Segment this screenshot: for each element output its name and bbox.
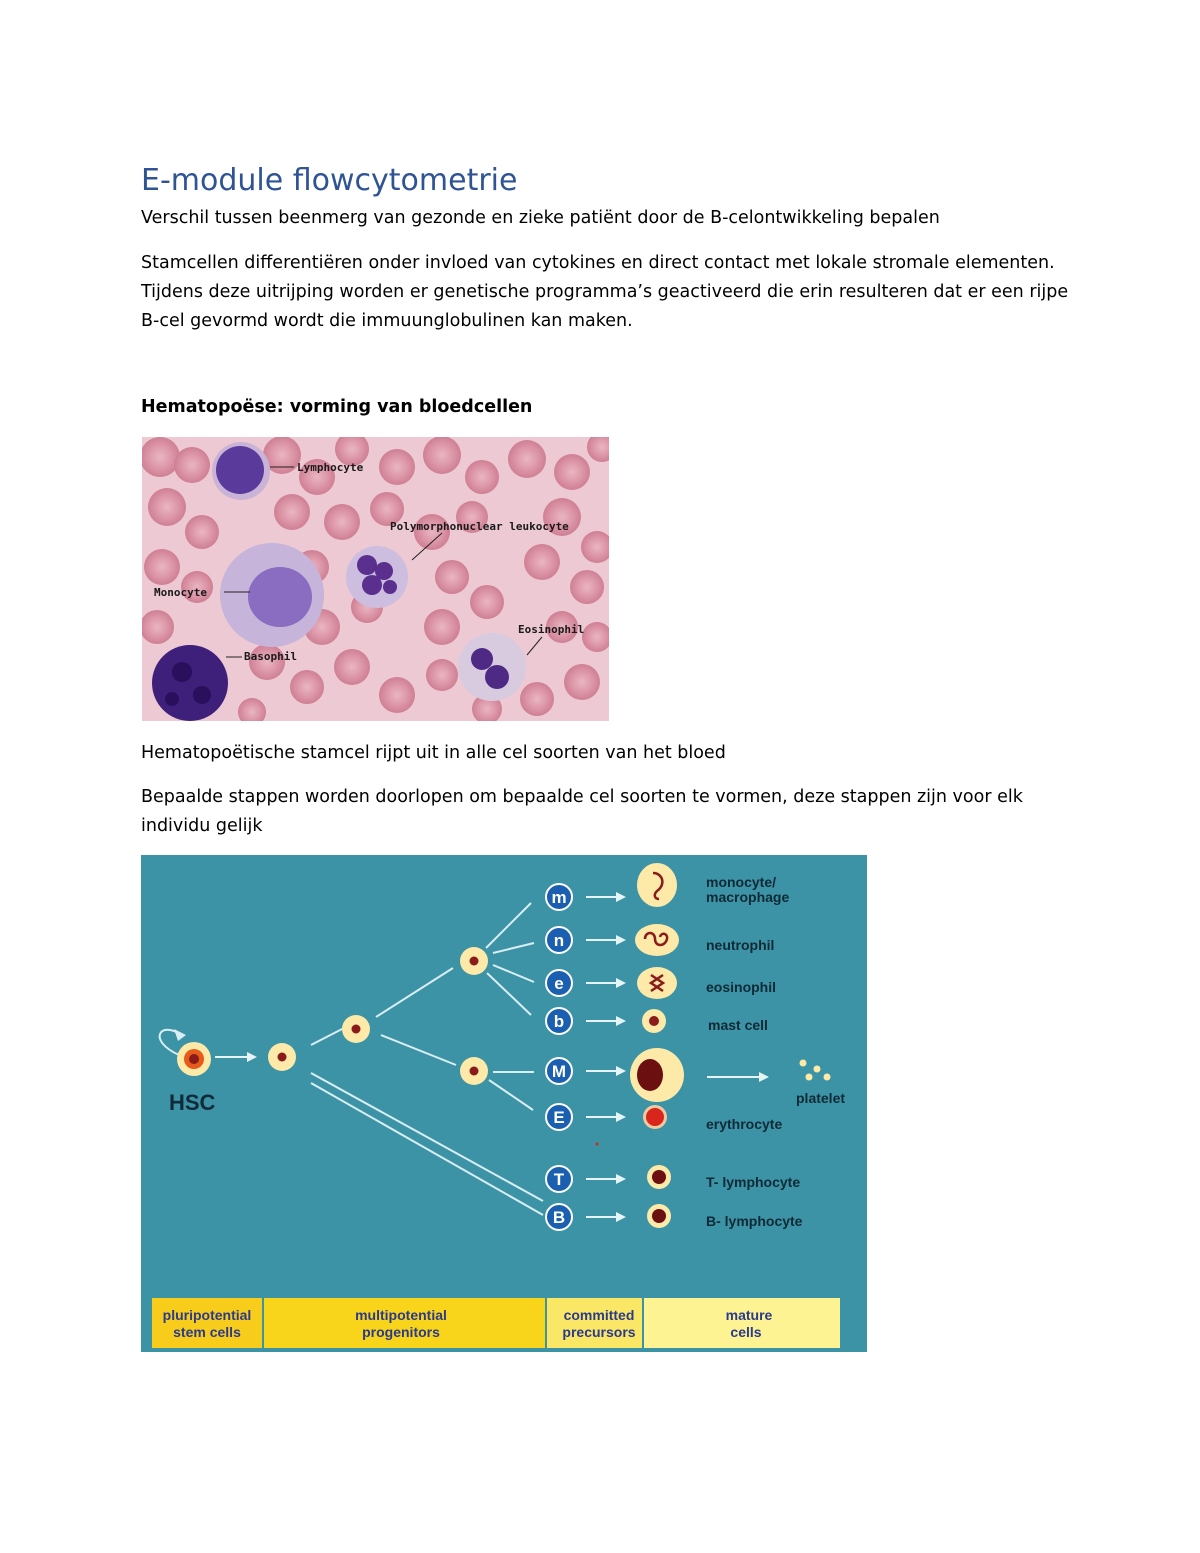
stage-pluripotential-1: pluripotential [163,1307,252,1323]
stage-mature-1: mature [726,1307,773,1323]
badge-n: n [554,931,564,950]
hematopoiesis-diagram: HSC m n e b M E T B [141,855,867,1352]
stage-mature-2: cells [730,1324,761,1340]
badge-e: e [554,974,563,993]
stage-committed-1: committed [564,1307,635,1323]
lymphocyte-label: Lymphocyte [297,461,364,474]
badge-m: m [551,888,566,907]
label-platelet: platelet [796,1090,845,1106]
label-erythrocyte: erythrocyte [706,1116,782,1132]
label-monocyte-2: macrophage [706,889,789,905]
eosinophil-label: Eosinophil [518,623,584,636]
intro-line-2: Tijdens deze uitrijping worden er geneti… [141,282,1069,302]
stage-multipotential-1: multipotential [355,1307,447,1323]
badge-T: T [554,1170,565,1189]
intro-line-3: B-cel gevormd wordt die immuunglobulinen… [141,311,633,331]
stage-committed-2: precursors [562,1324,635,1340]
label-eosinophil: eosinophil [706,979,776,995]
hsc-label: HSC [169,1090,216,1115]
subtitle-text: Verschil tussen beenmerg van gezonde en … [141,208,940,228]
intro-paragraph: Stamcellen differentiëren onder invloed … [141,249,1071,336]
label-monocyte-1: monocyte/ [706,874,776,890]
pmn-label: Polymorphonuclear leukocyte [390,520,569,533]
stage-multipotential-2: progenitors [362,1324,440,1340]
badge-B: B [553,1208,565,1227]
label-neutrophil: neutrophil [706,937,774,953]
section-heading: Hematopoëse: vorming van bloedcellen [141,397,533,417]
document-title: E-module flowcytometrie [141,163,518,198]
stage-pluripotential-2: stem cells [173,1324,241,1340]
monocyte-label: Monocyte [154,586,207,599]
label-t-lymphocyte: T- lymphocyte [706,1174,800,1190]
label-b-lymphocyte: B- lymphocyte [706,1213,803,1229]
badge-E: E [553,1108,564,1127]
badge-M: M [552,1062,566,1081]
intro-line-1: Stamcellen differentiëren onder invloed … [141,253,1055,273]
blood-smear-image: Lymphocyte Polymorphonuclear leukocyte M… [142,437,609,721]
steps-paragraph: Bepaalde stappen worden doorlopen om bep… [141,783,1071,841]
hsc-paragraph: Hematopoëtische stamcel rijpt uit in all… [141,743,726,763]
basophil-label: Basophil [244,650,297,663]
steps-line-2: individu gelijk [141,816,263,836]
steps-line-1: Bepaalde stappen worden doorlopen om bep… [141,787,1023,807]
label-mast-cell: mast cell [708,1017,768,1033]
badge-b: b [554,1012,564,1031]
